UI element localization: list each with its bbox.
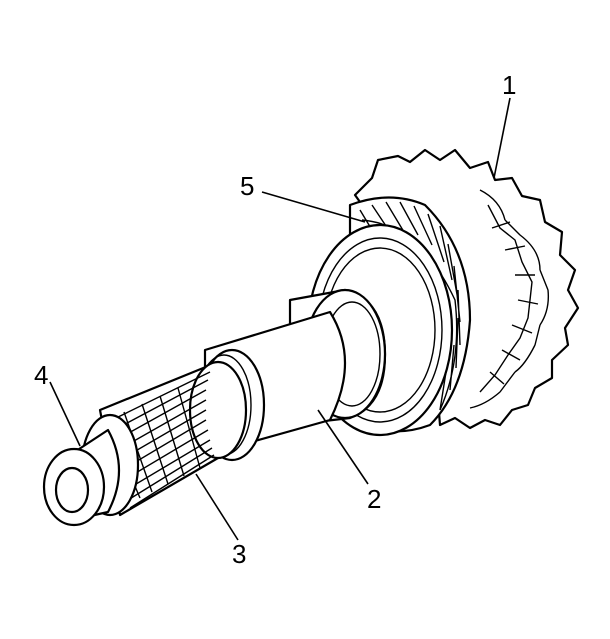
callout-3: 3 bbox=[232, 539, 246, 569]
pilot-nose bbox=[42, 413, 140, 527]
leader-1 bbox=[493, 97, 511, 179]
leader-2 bbox=[317, 409, 369, 485]
leader-4 bbox=[49, 381, 81, 447]
callout-2: 2 bbox=[367, 484, 381, 514]
callout-5: 5 bbox=[240, 171, 254, 201]
leader-5 bbox=[261, 191, 366, 223]
callout-1: 1 bbox=[502, 70, 516, 100]
leader-3 bbox=[195, 473, 239, 541]
callout-4: 4 bbox=[34, 360, 48, 390]
